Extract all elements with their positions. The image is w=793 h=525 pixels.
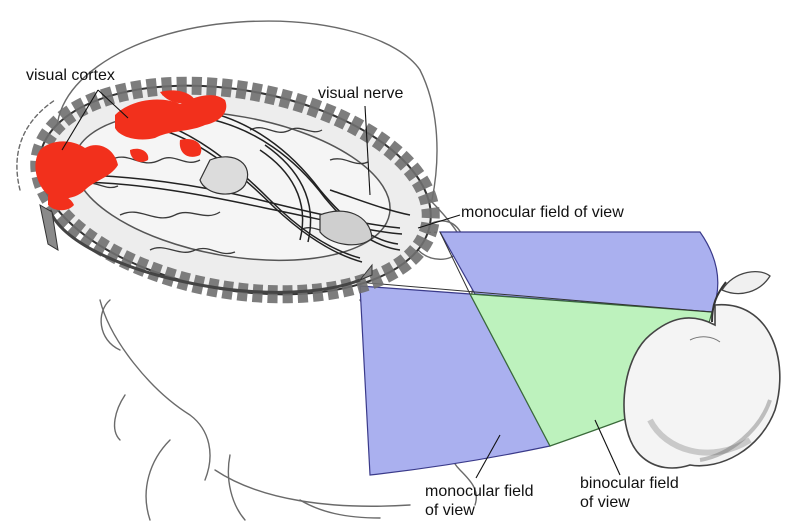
binocular-field-label: binocular field of view (580, 474, 679, 512)
monocular-field-bottom-line1: monocular field (425, 482, 534, 501)
visual-nerve-label: visual nerve (318, 84, 403, 103)
visual-cortex-label: visual cortex (26, 66, 115, 85)
monocular-field-top-label: monocular field of view (461, 203, 624, 222)
binocular-field-line2: of view (580, 493, 679, 512)
monocular-field-bottom-label: monocular field of view (425, 482, 534, 520)
monocular-field-bottom-line2: of view (425, 501, 534, 520)
binocular-field-line1: binocular field (580, 474, 679, 493)
